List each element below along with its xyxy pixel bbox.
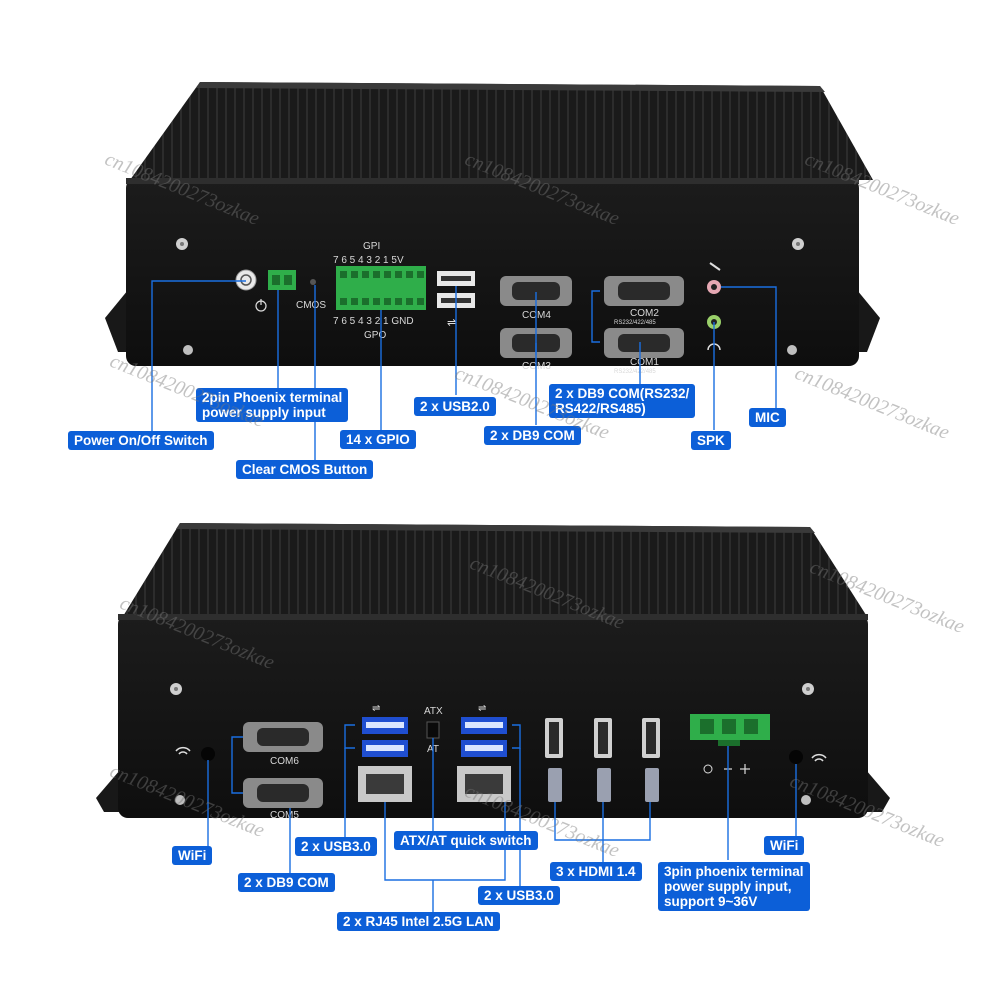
label-mic: MIC xyxy=(749,408,786,427)
com6-silk: COM6 xyxy=(270,756,299,767)
com2-silk: COM2 xyxy=(630,308,659,319)
label-usb3-right: 2 x USB3.0 xyxy=(478,886,560,905)
atx-switch xyxy=(426,721,440,739)
gpio-terminal xyxy=(336,266,426,310)
label-db9-com-bottom: 2 x DB9 COM xyxy=(238,873,335,892)
wifi-antenna-right xyxy=(789,750,827,764)
label-db9-com-top: 2 x DB9 COM xyxy=(484,426,581,445)
label-power-switch: Power On/Off Switch xyxy=(68,431,214,450)
label-hdmi: 3 x HDMI 1.4 xyxy=(550,862,642,881)
cmos-button-icon xyxy=(310,279,316,285)
label-spk: SPK xyxy=(691,431,731,450)
label-wifi-right: WiFi xyxy=(764,836,805,855)
com1-sub-silk: RS232/422/485 xyxy=(614,369,656,375)
svg-text:⇌: ⇌ xyxy=(478,703,486,714)
label-atx-switch: ATX/AT quick switch xyxy=(394,831,538,850)
svg-text:⇌: ⇌ xyxy=(372,703,380,714)
usb3-lan-right: ⇌ xyxy=(457,703,511,802)
usb3-lan-left: ⇌ xyxy=(358,703,412,802)
label-usb3-left: 2 x USB3.0 xyxy=(295,837,377,856)
gpi-silk: GPI xyxy=(363,241,380,252)
power-button-icon xyxy=(235,269,267,312)
label-phoenix-3pin: 3pin phoenix terminal power supply input… xyxy=(658,862,810,911)
cmos-silk: CMOS xyxy=(296,300,326,311)
com1-silk: COM1 xyxy=(630,357,659,368)
label-rj45: 2 x RJ45 Intel 2.5G LAN xyxy=(337,912,500,931)
wifi-antenna-left xyxy=(175,746,215,761)
label-gpio: 14 x GPIO xyxy=(340,430,416,449)
label-cmos-button: Clear CMOS Button xyxy=(236,460,374,479)
gpo-pins-silk: 7 6 5 4 3 2 1 GND xyxy=(333,316,414,327)
hdmi-ports xyxy=(545,718,660,802)
bottom-chassis xyxy=(96,523,890,818)
db9-com-ports-bottom xyxy=(243,722,323,808)
com2-sub-silk: RS232/422/485 xyxy=(614,320,656,326)
db9-com-ports-top xyxy=(500,276,684,358)
com5-silk: COM5 xyxy=(270,810,299,821)
top-chassis xyxy=(105,82,880,366)
label-wifi-left: WiFi xyxy=(172,846,213,865)
label-usb2: 2 x USB2.0 xyxy=(414,397,496,416)
label-phoenix-2pin: 2pin Phoenix terminal power supply input xyxy=(196,388,349,422)
gpi-pins-silk: 7 6 5 4 3 2 1 5V xyxy=(333,255,404,266)
svg-text:⇌: ⇌ xyxy=(447,317,456,329)
atx-silk: ATX xyxy=(424,706,443,717)
phoenix-2pin-terminal xyxy=(268,270,296,290)
gpo-silk: GPO xyxy=(364,330,386,341)
label-db9-com-rs: 2 x DB9 COM(RS232/ RS422/RS485) xyxy=(549,384,696,418)
